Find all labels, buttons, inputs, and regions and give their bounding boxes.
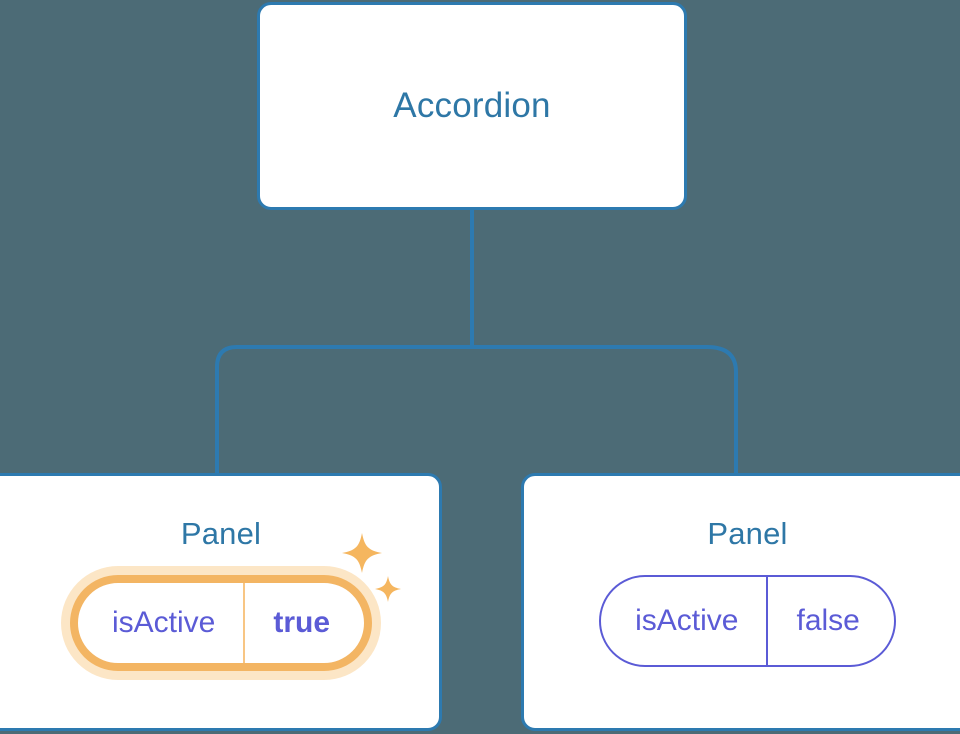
prop-pill-inactive-wrapper: isActive false <box>599 575 896 667</box>
prop-key: isActive <box>111 606 216 639</box>
node-panel-inactive-title: Panel <box>707 516 788 551</box>
node-accordion[interactable]: Accordion <box>257 2 687 210</box>
connector-branch-bar <box>215 345 738 473</box>
node-panel-inactive[interactable]: Panel isActive false <box>521 473 960 731</box>
prop-pill-isactive-false[interactable]: isActive false <box>599 575 896 667</box>
prop-value: true <box>243 583 364 663</box>
prop-value: false <box>766 577 893 665</box>
prop-pill-isactive-true[interactable]: isActive true <box>69 575 373 671</box>
sparkle-small-icon <box>375 576 402 602</box>
prop-pill-active-wrapper: isActive true <box>69 533 402 671</box>
node-accordion-title: Accordion <box>393 85 551 125</box>
node-panel-active[interactable]: Panel isActive true <box>0 473 442 731</box>
sparkle-icon <box>342 533 383 573</box>
prop-key: isActive <box>635 604 739 637</box>
node-panel-active-title: Panel <box>180 516 262 551</box>
